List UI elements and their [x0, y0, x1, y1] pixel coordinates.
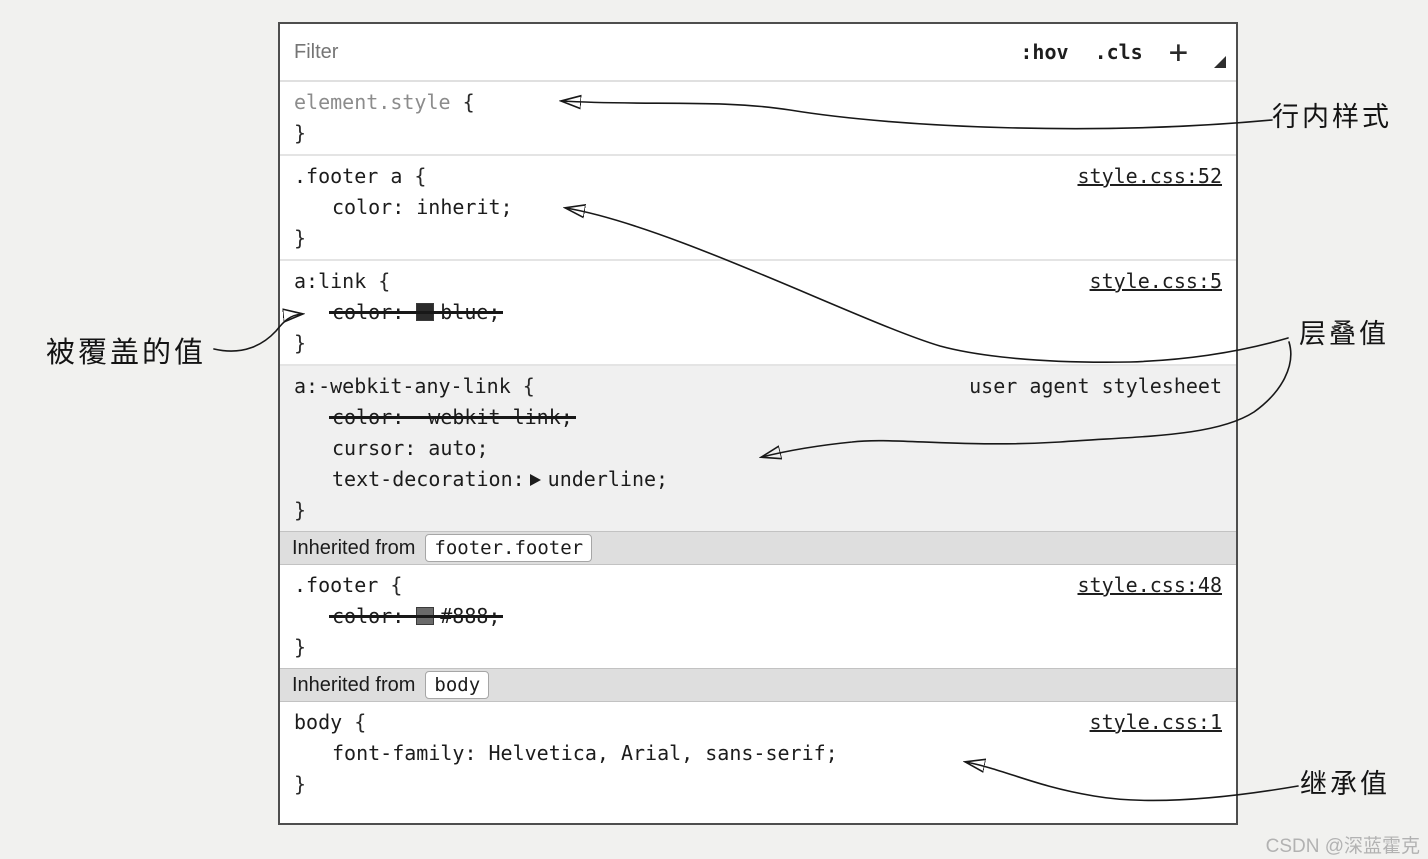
property-value[interactable]: inherit;: [416, 195, 513, 219]
rule-body: body { style.css:1 font-family: Helvetica…: [280, 702, 1236, 823]
property-name[interactable]: cursor:: [332, 436, 417, 460]
property-value[interactable]: auto;: [428, 436, 489, 460]
css-declaration[interactable]: cursor: auto;: [294, 433, 1222, 464]
close-brace: }: [294, 498, 307, 522]
styles-filter-bar: Filter :hov .cls +: [280, 24, 1236, 82]
rule-selector[interactable]: .footer a: [294, 164, 403, 188]
corner-resize-icon: [1214, 56, 1226, 68]
close-brace: }: [294, 121, 307, 145]
toggle-element-classes-button[interactable]: .cls: [1094, 40, 1143, 64]
inherited-from-label: Inherited from: [292, 673, 416, 696]
source-link[interactable]: style.css:48: [1077, 573, 1223, 597]
rule-footer: .footer { style.css:48 color: #888; }: [280, 565, 1236, 668]
open-brace: {: [522, 374, 535, 398]
expand-triangle-icon[interactable]: [529, 474, 541, 486]
color-swatch-icon[interactable]: [416, 607, 435, 625]
css-declaration-overridden[interactable]: color: -webkit-link;: [294, 402, 1222, 433]
property-name[interactable]: font-family:: [332, 741, 477, 765]
source-link[interactable]: style.css:5: [1089, 269, 1222, 293]
property-name[interactable]: text-decoration:: [332, 467, 525, 491]
close-brace: }: [294, 635, 307, 659]
rule-webkit-any-link: a:-webkit-any-link { user agent styleshe…: [280, 364, 1236, 531]
styles-panel: Filter :hov .cls + element.style { } .fo…: [278, 22, 1238, 825]
source-link[interactable]: style.css:1: [1089, 710, 1222, 734]
open-brace: {: [414, 164, 427, 188]
property-value[interactable]: #888;: [440, 604, 501, 628]
open-brace: {: [390, 573, 403, 597]
property-name[interactable]: color:: [332, 195, 405, 219]
filter-input[interactable]: Filter: [294, 40, 339, 63]
inherited-from-bar: Inherited from footer.footer: [280, 531, 1236, 565]
source-link[interactable]: style.css:52: [1077, 164, 1223, 188]
open-brace: {: [462, 90, 475, 114]
property-name[interactable]: color:: [332, 604, 405, 628]
property-value[interactable]: underline;: [547, 467, 669, 491]
toggle-pseudo-state-button[interactable]: :hov: [1020, 40, 1069, 64]
rule-selector[interactable]: .footer: [294, 573, 379, 597]
inherited-node-link[interactable]: body: [425, 671, 490, 699]
inherited-from-bar: Inherited from body: [280, 668, 1236, 702]
annotation-overridden-value: 被覆盖的值: [46, 335, 207, 369]
close-brace: }: [294, 226, 307, 250]
close-brace: }: [294, 772, 307, 796]
styles-toolbar: :hov .cls +: [1020, 36, 1226, 68]
property-name[interactable]: color:: [332, 405, 405, 429]
rule-footer-a: .footer a { style.css:52 color:inherit; …: [280, 154, 1236, 259]
inherited-from-label: Inherited from: [292, 536, 416, 559]
annotation-inline-style: 行内样式: [1272, 102, 1392, 133]
css-declaration-overridden[interactable]: color: blue;: [294, 297, 1222, 328]
rule-element-style: element.style { }: [280, 82, 1236, 154]
rule-selector[interactable]: body: [294, 710, 343, 734]
rule-selector[interactable]: a:link: [294, 269, 367, 293]
rule-selector[interactable]: element.style: [294, 90, 451, 114]
open-brace: {: [378, 269, 391, 293]
property-name[interactable]: color:: [332, 300, 405, 324]
annotation-inherited-value: 继承值: [1300, 769, 1390, 800]
property-value[interactable]: Helvetica, Arial, sans-serif;: [488, 741, 838, 765]
css-declaration[interactable]: text-decoration: underline;: [294, 464, 1222, 495]
annotation-cascaded-value: 层叠值: [1299, 319, 1389, 350]
css-declaration-overridden[interactable]: color: #888;: [294, 601, 1222, 632]
property-value[interactable]: -webkit-link;: [416, 405, 573, 429]
new-style-rule-icon[interactable]: +: [1168, 33, 1188, 71]
property-value[interactable]: blue;: [440, 300, 501, 324]
close-brace: }: [294, 331, 307, 355]
watermark: CSDN @深蓝霍克: [1265, 836, 1420, 857]
rule-a-link: a:link { style.css:5 color: blue; }: [280, 259, 1236, 364]
user-agent-stylesheet-label: user agent stylesheet: [969, 374, 1222, 398]
css-declaration[interactable]: color: inherit;: [294, 192, 1222, 223]
color-swatch-icon[interactable]: [416, 303, 435, 321]
open-brace: {: [354, 710, 367, 734]
rule-selector[interactable]: a:-webkit-any-link: [294, 374, 511, 398]
css-declaration[interactable]: font-family: Helvetica, Arial, sans-serif…: [294, 738, 1222, 769]
inherited-node-link[interactable]: footer.footer: [425, 534, 593, 562]
